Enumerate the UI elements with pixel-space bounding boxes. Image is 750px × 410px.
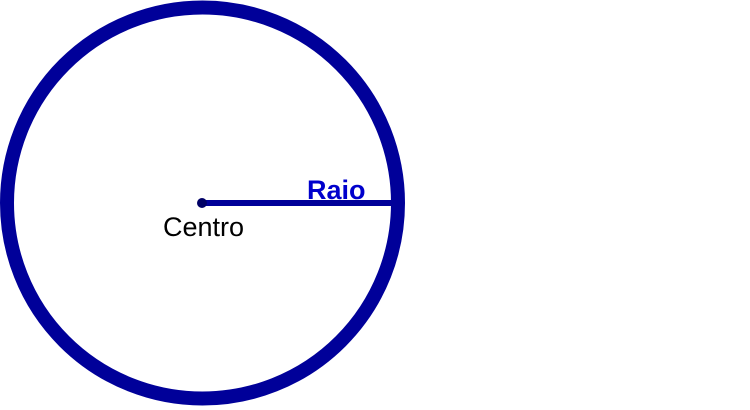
- radius-label: Raio: [307, 175, 366, 205]
- center-point[interactable]: [197, 198, 207, 208]
- center-label: Centro: [163, 212, 244, 242]
